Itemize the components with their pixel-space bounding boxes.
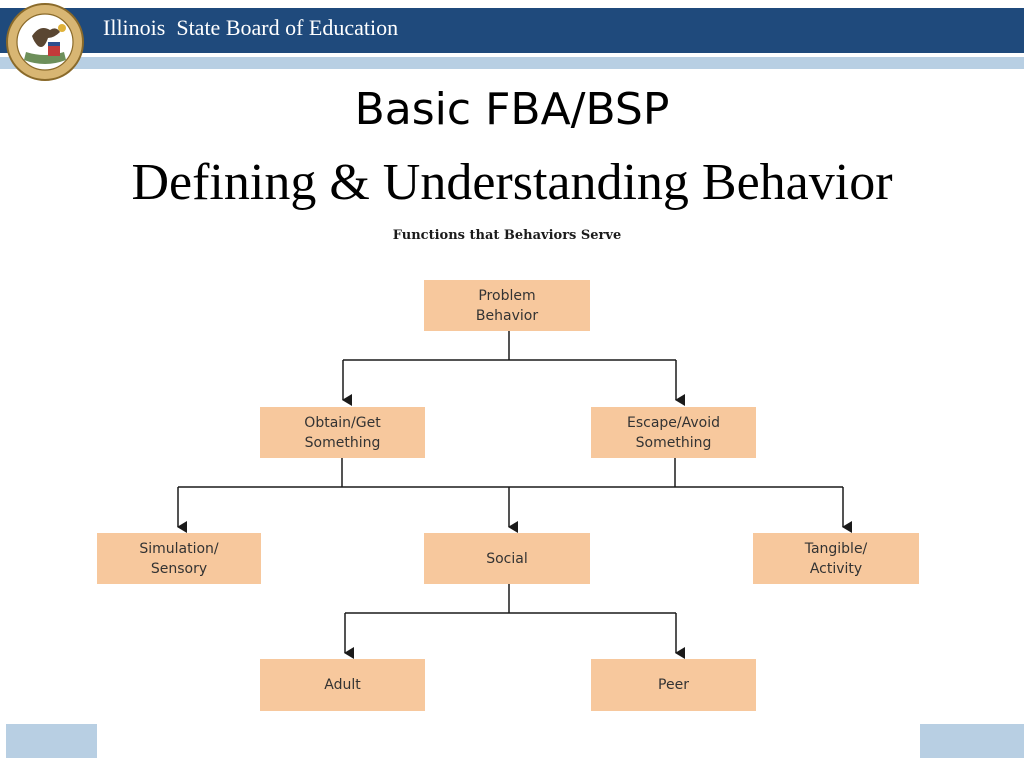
header-bar: [0, 8, 1024, 53]
node-stimulation-sensory: Simulation/ Sensory: [97, 533, 261, 584]
node-escape-avoid-something: Escape/Avoid Something: [591, 407, 756, 458]
slide-title: Basic FBA/BSP: [354, 84, 670, 135]
diagram-title: Functions that Behaviors Serve: [392, 228, 622, 243]
node-social: Social: [424, 533, 590, 584]
node-peer: Peer: [591, 659, 756, 711]
node-obtain-get-something: Obtain/Get Something: [260, 407, 425, 458]
footer-right-block: [920, 724, 1024, 758]
state-seal-logo: [6, 3, 84, 81]
header-stripe: [0, 57, 1024, 69]
slide-subtitle: Defining & Understanding Behavior: [131, 154, 893, 211]
node-adult: Adult: [260, 659, 425, 711]
node-problem-behavior: Problem Behavior: [424, 280, 590, 331]
header-title: Illinois State Board of Education: [103, 15, 399, 40]
node-tangible-activity: Tangible/ Activity: [753, 533, 919, 584]
footer-left-block: [6, 724, 97, 758]
